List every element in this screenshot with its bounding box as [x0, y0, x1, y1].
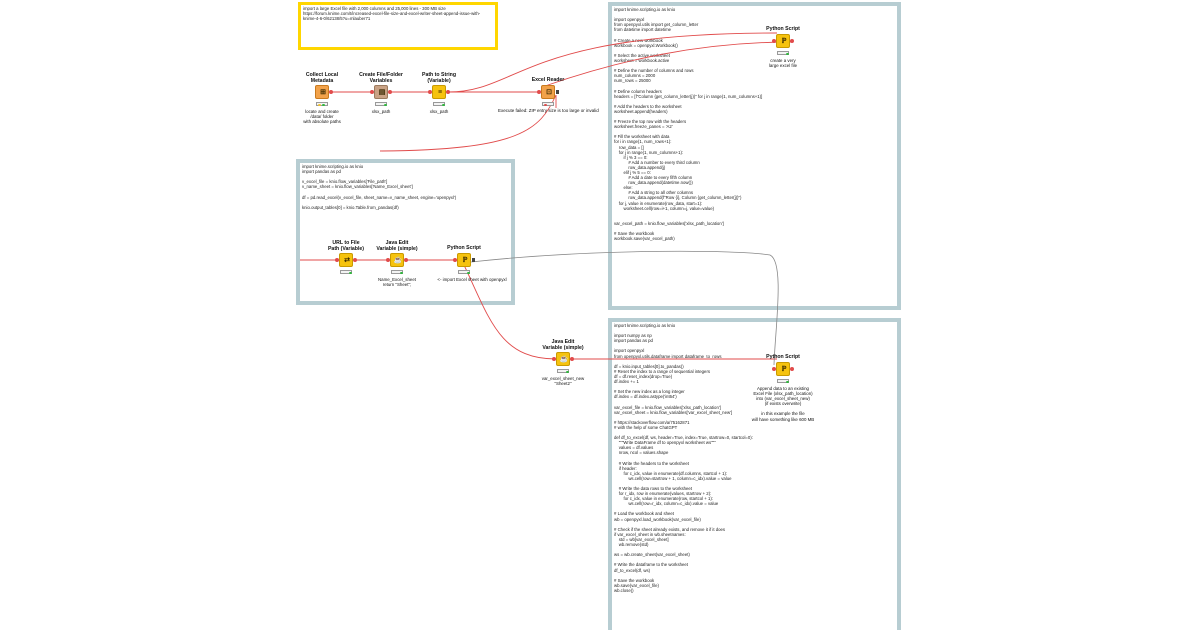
status-indicator [375, 102, 387, 106]
node-title: Python Script [447, 245, 481, 251]
java-edit-icon[interactable]: ☕ [556, 352, 570, 366]
annotation-create-excel-code-text: import knime.scripting.io as knio import… [614, 7, 763, 242]
annotation-append-excel-code[interactable]: import knime.scripting.io as knio import… [608, 318, 901, 630]
status-indicator [542, 102, 554, 106]
node-annotation: create a very large excel file [768, 58, 798, 69]
node-title: Collect Local Metadata [305, 72, 339, 84]
url-path-icon[interactable]: ⇄ [339, 253, 353, 267]
output-port[interactable] [353, 258, 357, 262]
node-title: Java Edit Variable (simple) [376, 240, 418, 252]
node-title: Python Script [766, 26, 800, 32]
output-port[interactable] [446, 90, 450, 94]
status-indicator [777, 379, 789, 383]
annotation-append-excel-code-text: import knime.scripting.io as knio import… [614, 323, 753, 593]
connection-excel-reader-to-outside [379, 94, 557, 152]
node-annotation: <- import Excel sheet with openpyxl [437, 277, 507, 282]
annotation-read-excel-code-text: import knime.scripting.io as knio import… [302, 164, 457, 210]
status-indicator [340, 270, 352, 274]
node-annotation: xlsx_path [371, 109, 391, 114]
python-icon[interactable]: ℙ [457, 253, 471, 267]
node-title: Path to String (Variable) [421, 72, 456, 84]
output-port[interactable] [329, 90, 333, 94]
annotation-forum-link[interactable]: import a large Excel file with 2,000 col… [298, 2, 498, 50]
input-port[interactable] [772, 39, 776, 43]
output-port[interactable] [388, 90, 392, 94]
input-port[interactable] [428, 90, 432, 94]
input-port[interactable] [370, 90, 374, 94]
python-icon[interactable]: ℙ [776, 34, 790, 48]
node-error-message: Execute failed: ZIP entry size is too la… [498, 108, 599, 113]
node-title: Excel Reader [531, 77, 565, 83]
excel-reader-icon[interactable]: ⊡ [541, 85, 555, 99]
annotation-forum-link-text: import a large Excel file with 2,000 col… [303, 6, 481, 22]
status-indicator [557, 369, 569, 373]
node-annotation: locate and create /data/ folder with abs… [303, 109, 341, 125]
output-data-port[interactable] [472, 258, 475, 262]
status-indicator [458, 270, 470, 274]
input-port[interactable] [537, 90, 541, 94]
annotation-read-excel-code[interactable]: import knime.scripting.io as knio import… [296, 159, 515, 305]
metanode-icon[interactable]: ⊞ [315, 85, 329, 99]
output-port[interactable] [790, 39, 794, 43]
path-string-icon[interactable]: ≡ [432, 85, 446, 99]
output-port[interactable] [790, 367, 794, 371]
input-port[interactable] [386, 258, 390, 262]
java-edit-icon[interactable]: ☕ [390, 253, 404, 267]
node-annotation: xlsx_path [429, 109, 449, 114]
node-title: Create File/Folder Variables [359, 72, 403, 84]
status-indicator [433, 102, 445, 106]
input-port[interactable] [453, 258, 457, 262]
output-data-port[interactable] [556, 90, 559, 94]
status-indicator [316, 102, 328, 106]
input-port[interactable] [772, 367, 776, 371]
output-port[interactable] [570, 357, 574, 361]
node-title: Python Script [766, 354, 800, 360]
status-indicator [777, 51, 789, 55]
output-port[interactable] [404, 258, 408, 262]
input-port[interactable] [552, 357, 556, 361]
node-title: URL to File Path (Variable) [327, 240, 365, 252]
node-annotation: var_excel_sheet_new "Sheet2" [541, 376, 585, 387]
input-port[interactable] [335, 258, 339, 262]
status-indicator [391, 270, 403, 274]
file-folder-icon[interactable]: ▤ [374, 85, 388, 99]
node-title: Java Edit Variable (simple) [542, 339, 584, 351]
annotation-create-excel-code[interactable]: import knime.scripting.io as knio import… [608, 2, 901, 310]
node-annotation: Name_Excel_sheet return "Sheet"; [377, 277, 417, 288]
node-annotation: Append data to an existing Excel File (x… [751, 386, 815, 422]
python-icon[interactable]: ℙ [776, 362, 790, 376]
